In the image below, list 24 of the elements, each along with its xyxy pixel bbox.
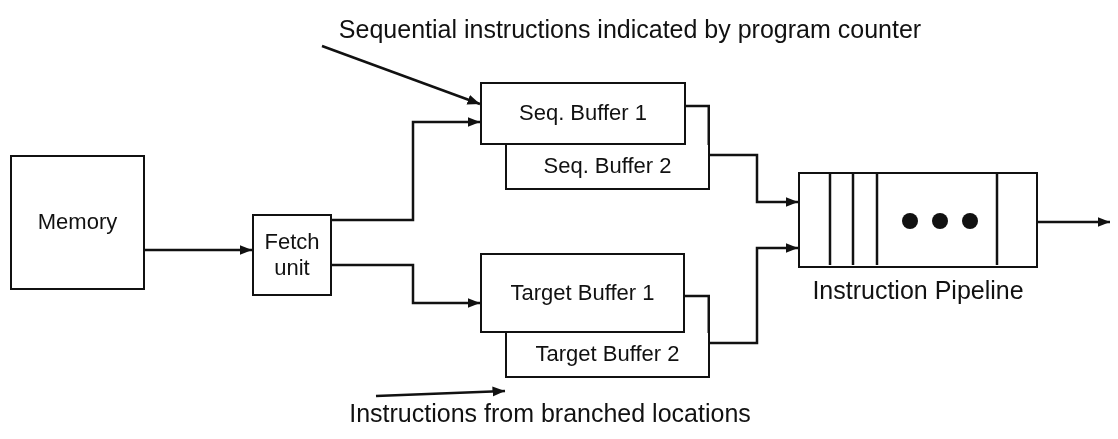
box-label: Memory [37,209,118,236]
buffer-box [505,333,710,378]
buffer-box [505,145,710,190]
box-label: Seq. Buffer 2 [543,153,672,180]
process-box [252,214,332,296]
arrow [332,117,480,222]
box-label: Fetch unit [263,228,321,282]
memory-box [10,155,145,290]
buffer-box [480,253,685,333]
buffer-box [480,82,686,145]
box-label: Target Buffer 2 [535,341,680,368]
annotation-text: Sequential instructions indicated by program counter [338,14,922,44]
leader-arrow [321,44,481,106]
arrow [332,263,480,308]
box-label: Seq. Buffer 1 [519,100,647,127]
pipeline-box [798,172,1038,268]
caption-label: Instruction Pipeline [811,276,1025,305]
leader-arrow [375,386,506,398]
arrow [1038,217,1110,227]
box-label: Target Buffer 1 [510,279,655,307]
arrow [145,245,252,255]
arrow [710,243,798,345]
annotation-text: Instructions from branched locations [349,398,751,428]
arrow [710,153,798,207]
